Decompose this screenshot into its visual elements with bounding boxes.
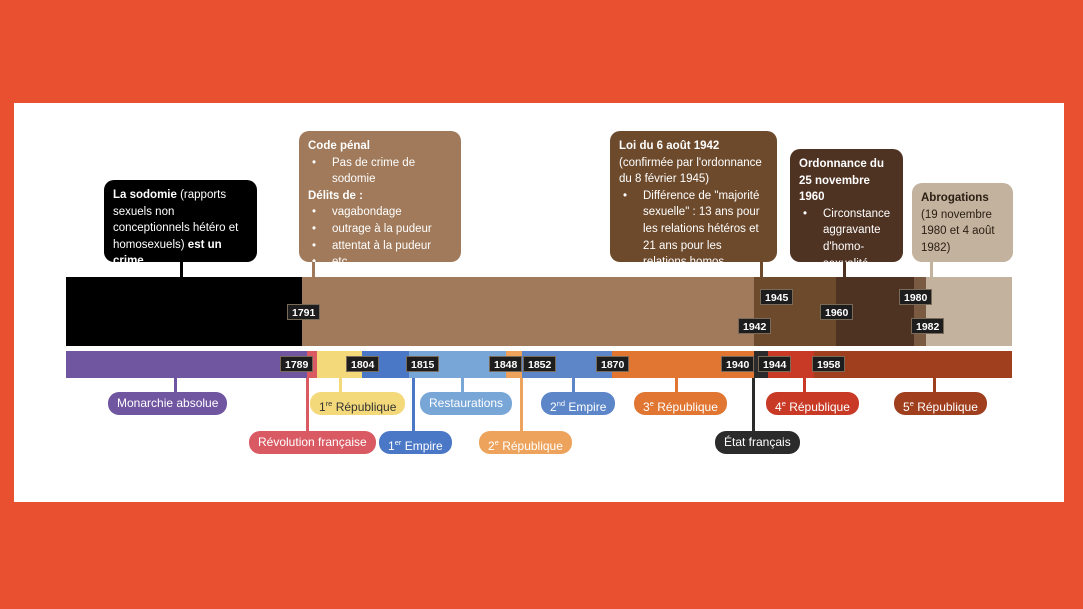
rep2-sup: e	[494, 438, 499, 447]
regime-rep2: 2e République	[479, 431, 572, 454]
year-1944: 1944	[758, 356, 792, 372]
rep1-num: 1	[319, 400, 326, 414]
year-1848: 1848	[489, 356, 523, 372]
ordonnance-1960-title: Ordonnance du 25 novembre 1960	[799, 158, 884, 204]
rep2-connector	[520, 378, 523, 431]
year-1945: 1945	[760, 289, 794, 305]
year-1960: 1960	[820, 304, 854, 320]
year-1942: 1942	[738, 318, 772, 334]
regime-restaurations: Restaurations	[420, 392, 513, 415]
loi-1942-bullet: Différence de "majorité sexuelle" : 13 a…	[619, 188, 768, 271]
legal-bar-1980	[914, 277, 926, 346]
year-1940: 1940	[721, 356, 755, 372]
abrogations-title: Abrogations	[921, 192, 989, 204]
year-1804: 1804	[346, 356, 380, 372]
legal-bar-abrogations	[926, 277, 1012, 346]
sodomie-stem	[180, 262, 183, 277]
code-penal-item: outrage à la pudeur	[308, 221, 452, 238]
abrogations-box: Abrogations (19 novembre 1980 et 4 août …	[912, 183, 1013, 262]
rep3-sup: e	[649, 399, 654, 408]
emp1-sup: er	[394, 438, 402, 447]
legal-bar-crime	[66, 277, 302, 346]
ordonnance-1960-bullet: Circonstance aggravante d'homo-sexualité	[799, 206, 894, 272]
rep1-sup: re	[325, 399, 333, 408]
loi-1942-box: Loi du 6 août 1942 (confirmée par l'ordo…	[610, 131, 777, 268]
regime-rep4: 4e République	[766, 392, 859, 415]
emp2-num: 2	[550, 400, 557, 414]
rep5-connector	[933, 378, 936, 392]
rep4-num: 4	[775, 400, 782, 414]
emp1-num: 1	[388, 439, 395, 453]
rep2-num: 2	[488, 439, 495, 453]
code-penal-stem	[312, 262, 315, 277]
monarchie-connector	[174, 378, 177, 392]
regime-emp2: 2nd Empire	[541, 392, 616, 415]
sodomie-box: La sodomie (rapports sexuels non concept…	[104, 180, 257, 267]
loi-1942-stem	[760, 262, 763, 277]
abrogations-text: (19 novembre 1980 et 4 août 1982)	[921, 208, 995, 254]
rep2-text: République	[498, 439, 563, 453]
emp2-connector	[572, 378, 575, 392]
year-1982: 1982	[911, 318, 945, 334]
regime-revolution: Révolution française	[249, 431, 376, 454]
regime-monarchie: Monarchie absolue	[108, 392, 228, 415]
rep4-connector	[803, 378, 806, 392]
legal-bar-code-penal	[302, 277, 754, 346]
restaurations-connector	[461, 378, 464, 392]
year-1980: 1980	[899, 289, 933, 305]
loi-1942-title: Loi du 6 août 1942	[619, 140, 720, 152]
sodomie-text: (rapports sexuels non conceptionnels hét…	[113, 189, 239, 251]
rep3-text: République	[653, 400, 718, 414]
emp1-connector	[412, 378, 415, 431]
code-penal-item: vagabondage	[308, 204, 452, 221]
sodomie-tail: est un crime.	[113, 238, 222, 268]
ordonnance-1960-box: Ordonnance du 25 novembre 1960 Circonsta…	[790, 149, 903, 270]
rep1-connector	[339, 378, 342, 392]
code-penal-bullet: Pas de crime de sodomie	[308, 155, 452, 188]
rep5-num: 5	[903, 400, 910, 414]
rep4-text: République	[785, 400, 850, 414]
rep1-text: République	[332, 400, 397, 414]
year-1852: 1852	[523, 356, 557, 372]
emp1-text: Empire	[401, 439, 443, 453]
etat-connector	[752, 378, 755, 431]
timeline-card: La sodomie (rapports sexuels non concept…	[14, 103, 1064, 502]
ordonnance-1960-stem	[843, 262, 846, 277]
rep5-sup: e	[909, 399, 914, 408]
rep3-num: 3	[643, 400, 650, 414]
rep4-sup: e	[781, 399, 786, 408]
year-1789: 1789	[280, 356, 314, 372]
code-penal-box: Code pénal Pas de crime de sodomie Délit…	[299, 131, 461, 270]
regime-rep1: 1re République	[310, 392, 406, 415]
emp2-text: Empire	[565, 400, 607, 414]
code-penal-subtitle: Délits de :	[308, 189, 363, 202]
code-penal-item: attentat à la pudeur	[308, 238, 452, 255]
abrogations-stem	[930, 262, 933, 277]
regime-rep3: 3e République	[634, 392, 727, 415]
rep5-text: République	[913, 400, 978, 414]
regime-rep5: 5e République	[894, 392, 987, 415]
year-1815: 1815	[406, 356, 440, 372]
revolution-connector	[306, 378, 309, 431]
year-1958: 1958	[812, 356, 846, 372]
loi-1942-text: (confirmée par l'ordonnance du 8 février…	[619, 156, 762, 186]
sodomie-title: La sodomie	[113, 189, 177, 201]
regime-etat: État français	[715, 431, 800, 454]
year-1791: 1791	[287, 304, 321, 320]
code-penal-item: etc.	[308, 254, 452, 271]
rep3-connector	[675, 378, 678, 392]
regime-emp1: 1er Empire	[379, 431, 452, 454]
political-bar-monarchie	[66, 351, 307, 378]
political-bar-rep5	[814, 351, 1012, 378]
year-1870: 1870	[596, 356, 630, 372]
emp2-sup: nd	[556, 399, 566, 408]
code-penal-title: Code pénal	[308, 140, 370, 152]
